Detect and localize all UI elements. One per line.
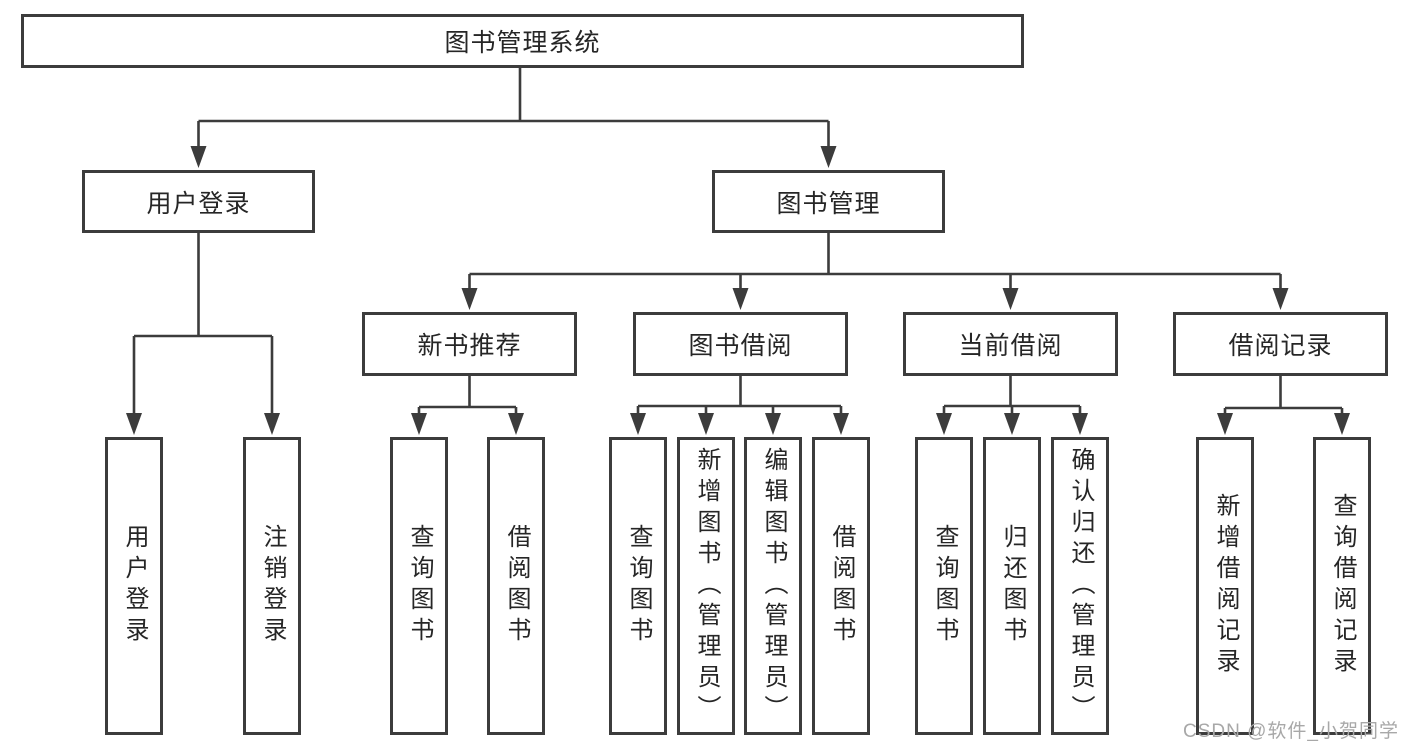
leaf-return-books: 归还图书 [983,437,1041,735]
leaf-logout: 注销登录 [243,437,301,735]
csdn-watermark: CSDN @软件_小贺同学 [1183,721,1399,742]
leaf-add-borrow-record: 新增借阅记录 [1196,437,1254,735]
leaf-borrow-books-recommend: 借阅图书 [487,437,545,735]
leaf-confirm-return-admin: 确认归还（管理员） [1051,437,1109,735]
connector-user-login [126,233,280,435]
leaf-label: 查询图书 [931,524,958,648]
leaf-label: 借阅图书 [503,524,530,648]
node-new-book-recommend: 新书推荐 [362,312,577,376]
node-borrow-records: 借阅记录 [1173,312,1388,376]
node-current-borrowing: 当前借阅 [903,312,1118,376]
leaf-label: 查询图书 [625,524,652,648]
leaf-label: 新增图书（管理员） [693,446,720,726]
node-book-borrowing: 图书借阅 [633,312,848,376]
leaf-label: 编辑图书（管理员） [760,446,787,726]
node-root-system: 图书管理系统 [21,14,1024,68]
leaf-label: 查询借阅记录 [1329,493,1356,679]
leaf-label: 查询图书 [406,524,433,648]
leaf-label: 注销登录 [259,524,286,648]
leaf-label: 归还图书 [999,524,1026,648]
node-user-login: 用户登录 [82,170,315,233]
connector-new-book [411,376,524,435]
leaf-label: 新增借阅记录 [1212,493,1239,679]
leaf-query-borrow-record: 查询借阅记录 [1313,437,1371,735]
leaf-label: 用户登录 [121,524,148,648]
leaf-label: 借阅图书 [828,524,855,648]
connector-book-borrow [630,376,849,435]
leaf-add-books-admin: 新增图书（管理员） [677,437,735,735]
connector-borrow-record [1217,376,1350,435]
connector-current-borrow [936,376,1088,435]
leaf-query-books-recommend: 查询图书 [390,437,448,735]
leaf-edit-books-admin: 编辑图书（管理员） [744,437,802,735]
leaf-query-books-current: 查询图书 [915,437,973,735]
leaf-label: 确认归还（管理员） [1067,446,1094,726]
node-book-management: 图书管理 [712,170,945,233]
connector-root [190,68,837,168]
leaf-user-login: 用户登录 [105,437,163,735]
connector-book-mgmt [461,233,1289,310]
leaf-borrow-books: 借阅图书 [812,437,870,735]
leaf-query-books-borrowing: 查询图书 [609,437,667,735]
